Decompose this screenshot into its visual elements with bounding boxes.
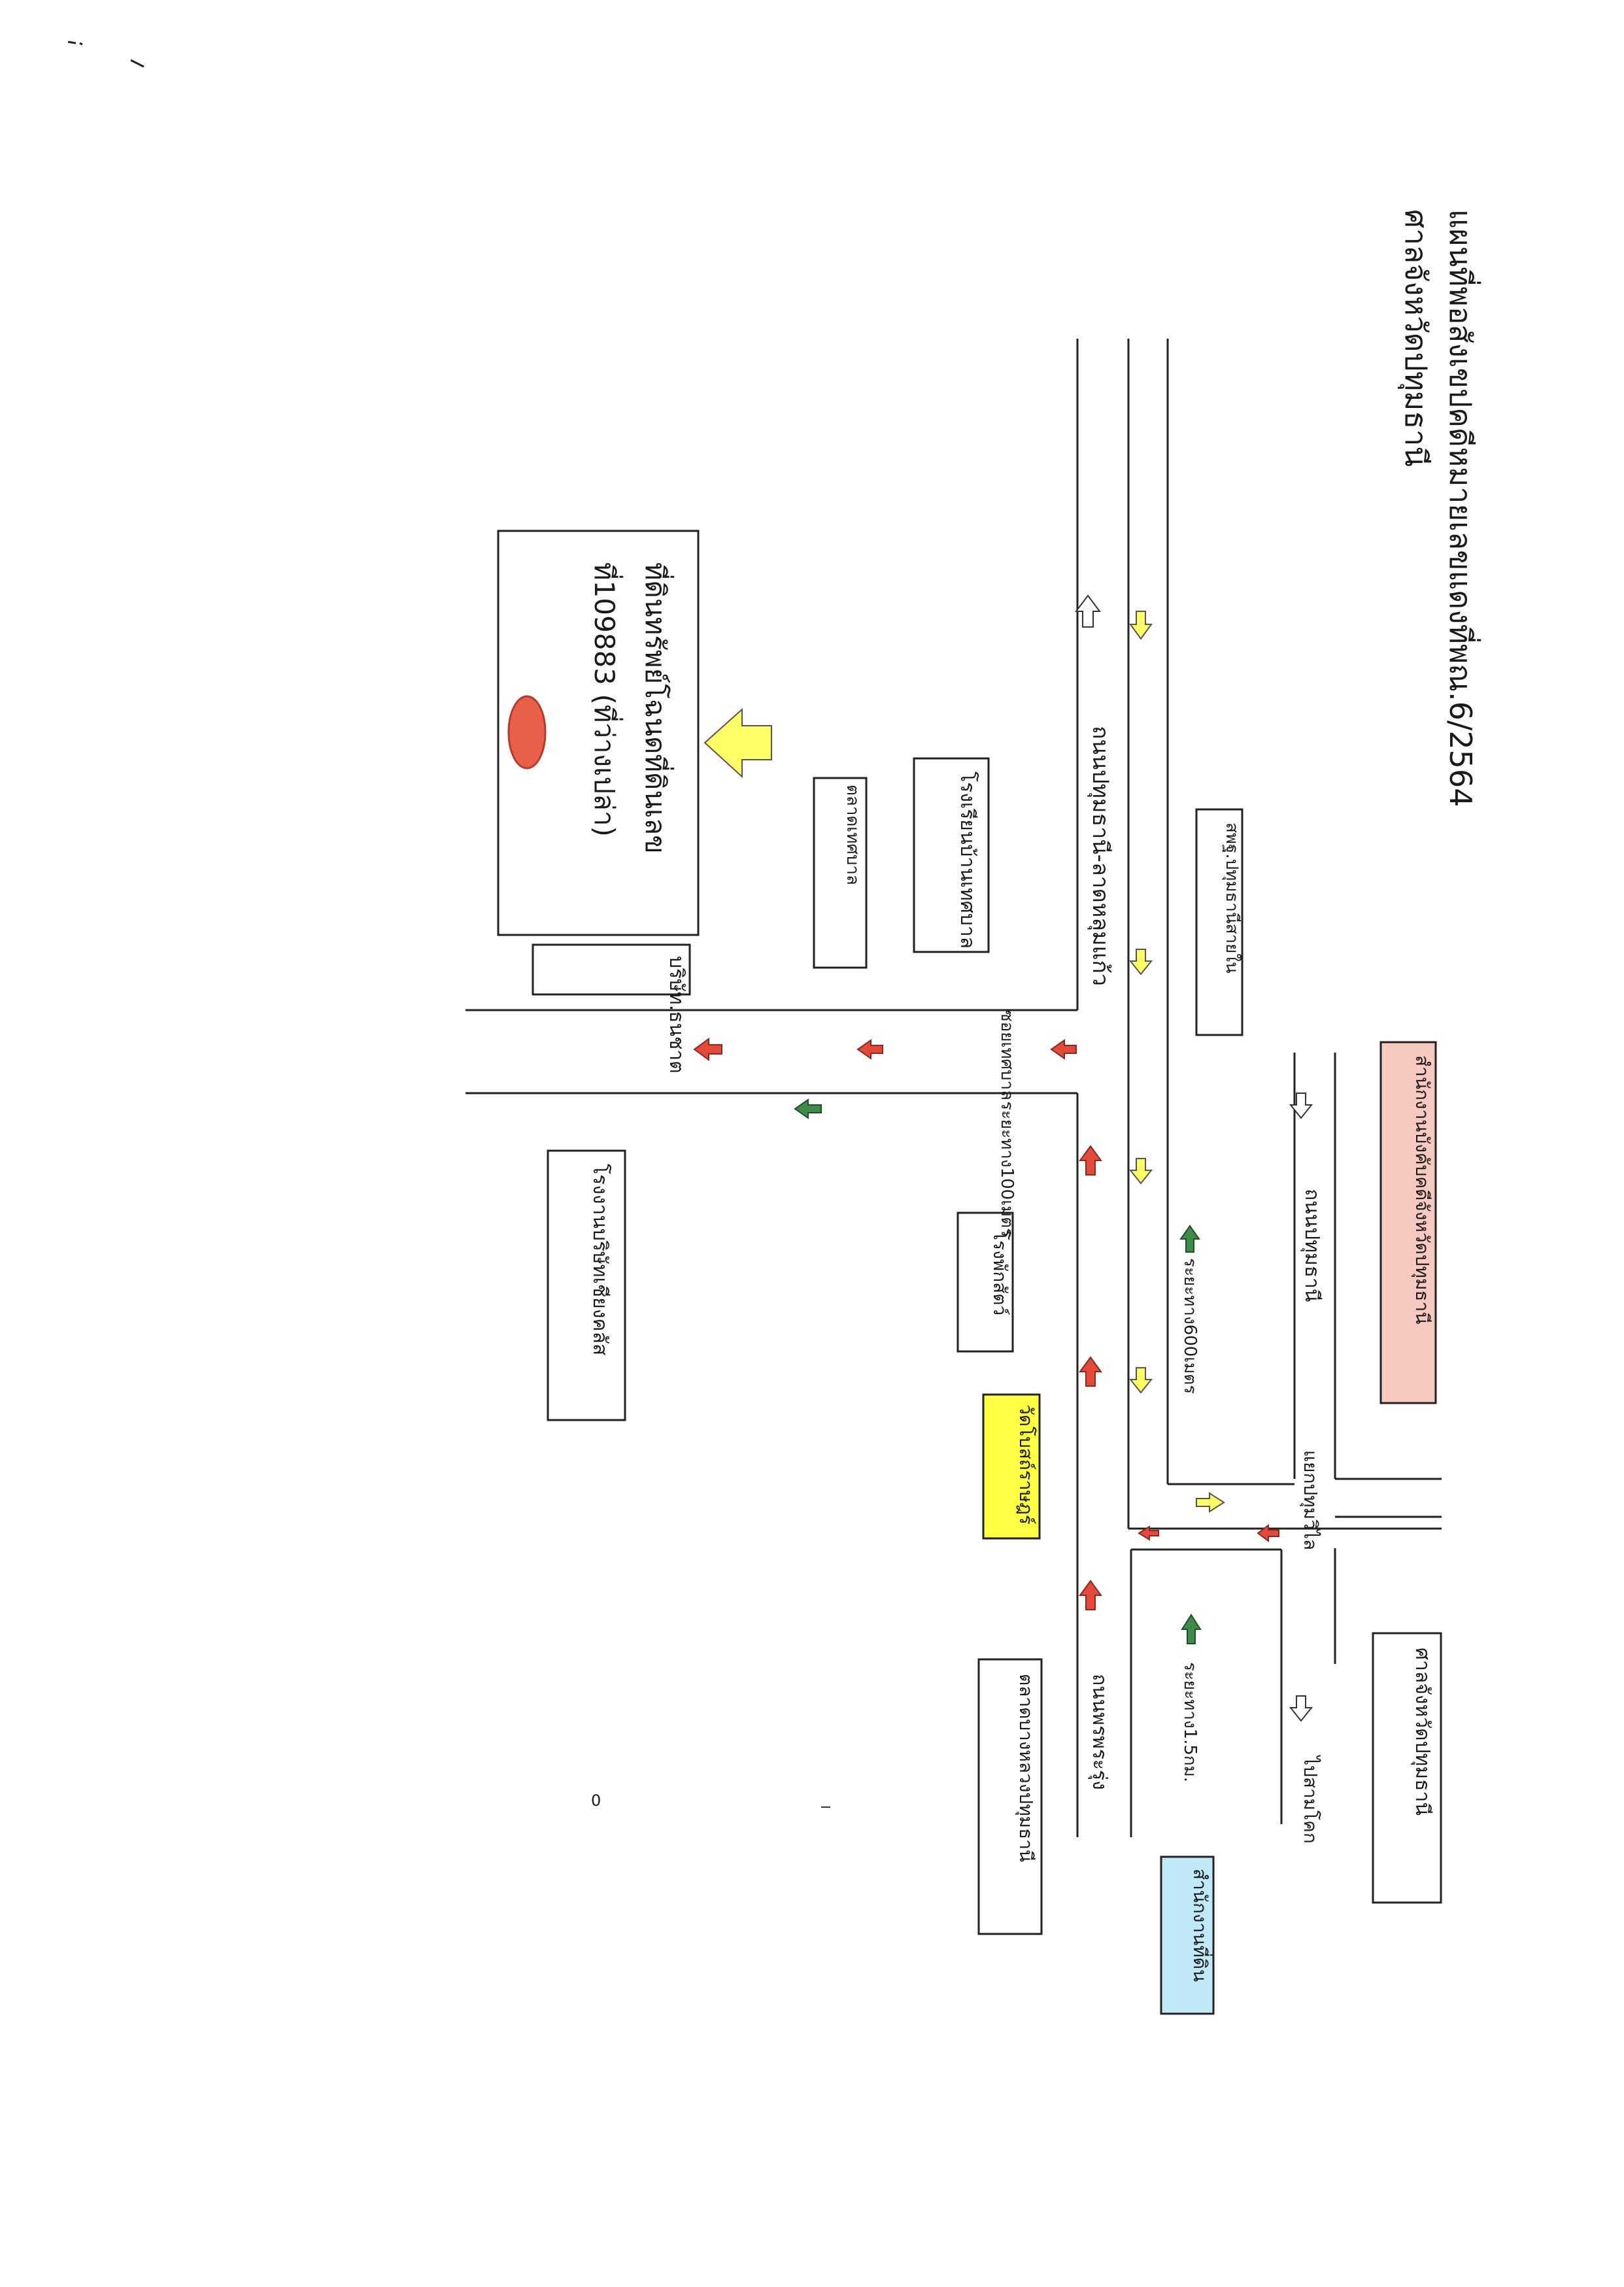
road-label-intersection: แยกปทุมวิไล [1299, 1450, 1321, 1550]
target-text-1-group: ที่ดินทรัพย์โฉนดที่ดินเลข [639, 562, 674, 854]
right-arrow-icon [1196, 1492, 1225, 1513]
target-label-line2: ที่109883 (ที่ว่างเปล่า) [588, 562, 623, 837]
subtitle-group: ศาลจังหวัดปทุมธานี [1397, 209, 1434, 467]
left-arrow-icon [1050, 1039, 1077, 1060]
road-label-pathum: ถนนปทุมธานี [1300, 1189, 1323, 1302]
target-marker-oval [507, 695, 547, 770]
temple-box [982, 1393, 1041, 1540]
map-title: แผนที่พอสังเขปคดีหมายเลขแดงที่พณ.6/2564 [1443, 209, 1481, 807]
scan-artifact-marks [67, 41, 144, 68]
up-arrow-icon [1079, 1580, 1102, 1610]
green-arrows [794, 1098, 1202, 1644]
road-label-to-sam-khok: ไปสามโคก [1300, 1755, 1321, 1844]
shrine-label: โรงพักสัตว์ [989, 1230, 1011, 1315]
down-arrow-icon [1128, 1158, 1153, 1185]
distance-label-100m: ระยะทาง100เมตร [997, 1101, 1017, 1237]
red-arrows [693, 1038, 1279, 1610]
factory-box [547, 1149, 626, 1421]
left-arrow-icon [693, 1038, 722, 1061]
up-arrow-icon [1181, 1614, 1202, 1644]
school-box [913, 757, 990, 953]
road-label-rue-uea: ถนนพรพระรุ่ง [1087, 1674, 1111, 1790]
temple-label: วัดโบสถ์ราษฎร์ [1015, 1404, 1037, 1525]
target-text-2-group: ที่109883 (ที่ว่างเปล่า) [588, 562, 623, 837]
left-arrow-icon [1138, 1525, 1159, 1541]
factory-label: โรงงานบริษัทเชียงคลัส [588, 1164, 612, 1355]
down-arrow-icon [1289, 1695, 1313, 1722]
down-arrow-icon [1128, 1367, 1153, 1394]
target-pointer-arrow-icon [703, 707, 772, 779]
left-arrow-icon [856, 1039, 883, 1060]
road-lines [465, 339, 1442, 1837]
distance-label-600m: ระยะทาง600เมตร [1180, 1258, 1200, 1394]
stray-red-mark: 0 [591, 1791, 601, 1810]
down-arrow-icon [1289, 1093, 1313, 1119]
school-label: โรงเรียนบ้านเทศบาล [956, 771, 979, 949]
left-arrow-icon [1257, 1524, 1279, 1542]
bank-label: บริษัท.ธนชาต [665, 956, 688, 1074]
up-arrow-icon [1179, 1225, 1200, 1253]
market-label: ตลาดเทศบาล [843, 785, 862, 885]
bank-box [532, 943, 691, 996]
yellow-arrows [1128, 611, 1225, 1513]
land-office-box [1160, 1855, 1215, 2015]
road-label-pathum-lat-lum-kaeo: ถนนปทุมธานี-ลาดหลุมแก้ว [1087, 726, 1113, 986]
market-pathum-box [977, 1658, 1043, 1935]
white-arrows [1075, 594, 1313, 1722]
target-label-line1: ที่ดินทรัพย์โฉนดที่ดินเลข [639, 562, 674, 854]
up-arrow-icon [1079, 1145, 1102, 1176]
distance-label-1500m: ระยะทาง1.5กม. [1180, 1662, 1200, 1782]
admin-office-box [1379, 1041, 1437, 1404]
up-arrow-icon [1075, 594, 1101, 628]
up-arrow-icon [1079, 1356, 1102, 1387]
shrine-box [956, 1211, 1014, 1353]
court-box [1372, 1632, 1442, 1904]
admin-office-label: สำนักงานบังคับคดีจังหวัดปทุมธานี [1411, 1055, 1433, 1324]
title-group: แผนที่พอสังเขปคดีหมายเลขแดงที่พณ.6/2564 [1443, 209, 1481, 807]
market-box [813, 777, 868, 969]
land-office-label: สำนักงานที่ดิน [1189, 1869, 1213, 1982]
pathum-school-box [1195, 808, 1243, 1036]
market-pathum-label: ตลาดบางหลวงปทุมธานี [1015, 1674, 1037, 1862]
pathum-school-label: สพฐ.ปทุมธานีสายใน [1222, 822, 1242, 974]
down-arrow-icon [1129, 611, 1153, 640]
road-label-soi: ซอยเทศบาล [997, 1010, 1017, 1100]
left-arrow-icon [794, 1098, 822, 1119]
court-label: ศาลจังหวัดปทุมธานี [1410, 1648, 1434, 1816]
map-subtitle: ศาลจังหวัดปทุมธานี [1397, 209, 1434, 467]
down-arrow-icon [1128, 949, 1153, 975]
